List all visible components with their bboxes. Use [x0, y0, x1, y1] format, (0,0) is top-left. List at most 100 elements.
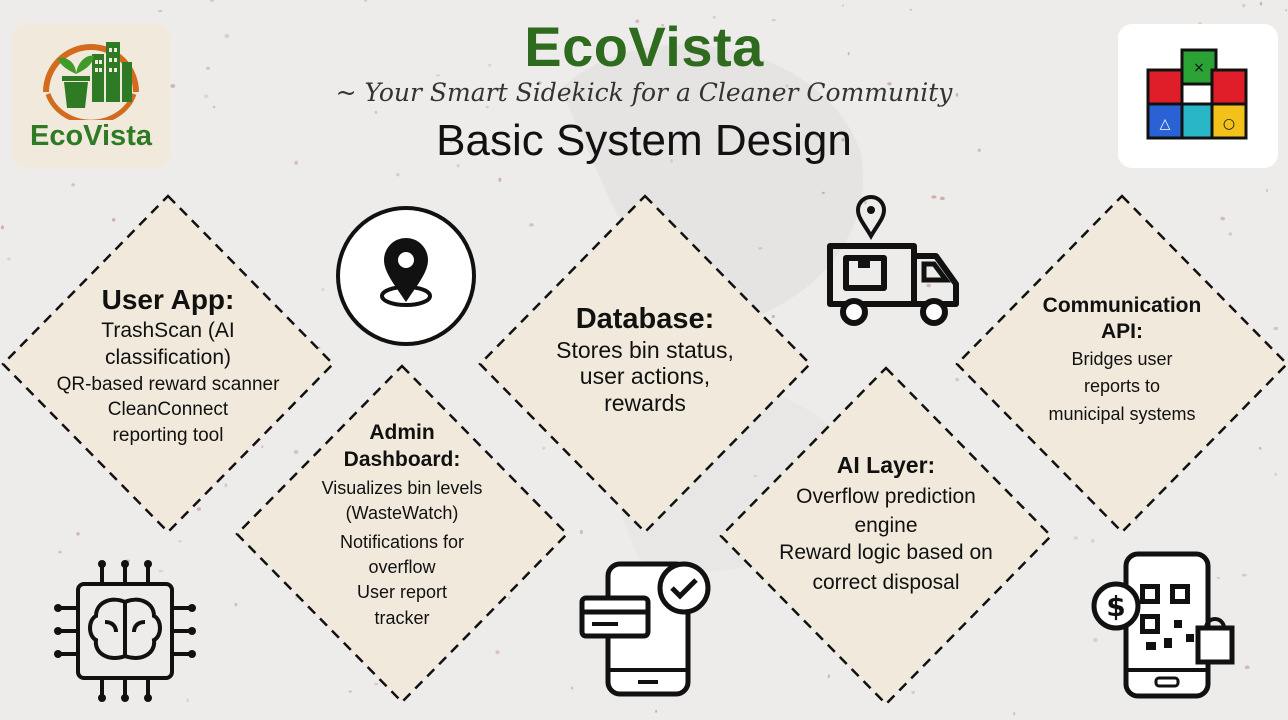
speckle: [210, 0, 214, 2]
speckle: [157, 10, 163, 12]
speckle: [670, 158, 673, 163]
admin-line-6: tracker: [374, 607, 430, 628]
speckle: [321, 288, 325, 291]
comm-api-title-line-2: API:: [1101, 320, 1143, 344]
speckle: [1228, 232, 1233, 236]
speckle: [495, 650, 500, 655]
speckle: [649, 54, 655, 59]
speckle: [758, 247, 763, 250]
speckle: [542, 446, 546, 450]
speckle: [1220, 216, 1226, 221]
user-app-line-1: TrashScan (AI: [101, 318, 235, 342]
speckle: [212, 105, 216, 109]
speckle: [186, 698, 189, 703]
speckle: [498, 177, 502, 182]
speckle: [363, 0, 368, 2]
speckle: [570, 686, 574, 690]
speckle: [634, 35, 638, 40]
speckle: [529, 223, 534, 227]
speckle: [348, 690, 352, 693]
admin-dashboard-box: Admin Dashboard: Visualizes bin levels (…: [282, 418, 522, 631]
speckle: [847, 51, 850, 56]
admin-line-4: overflow: [368, 557, 436, 578]
speckle: [1285, 8, 1288, 12]
speckle: [564, 52, 570, 56]
speckle: [827, 674, 830, 678]
speckle: [1241, 573, 1247, 577]
speckle: [694, 36, 698, 40]
database-line-3: rewards: [604, 389, 686, 416]
speckle: [1244, 665, 1250, 670]
database-title: Database:: [575, 303, 715, 335]
speckle: [1013, 712, 1016, 716]
logo-text: EcoVista: [30, 120, 152, 152]
ai-layer-line-3: Reward logic based on: [779, 540, 993, 564]
communication-api-box: Communication API: Bridges user reports …: [1000, 292, 1244, 429]
speckle: [1274, 472, 1277, 477]
ai-layer-line-4: correct disposal: [812, 571, 960, 595]
speckle: [224, 483, 228, 488]
speckle: [815, 134, 821, 137]
speckle: [178, 540, 182, 543]
app-icon-card: [1118, 24, 1278, 168]
speckle: [931, 195, 937, 199]
speckle: [293, 450, 299, 455]
speckle: [712, 15, 716, 19]
ai-brain-chip-icon: [54, 560, 196, 702]
database-line-1: Stores bin status,: [556, 336, 734, 363]
comm-api-line-2: reports to: [1083, 376, 1161, 397]
speckle: [396, 173, 400, 177]
diamond-admin: [235, 364, 569, 704]
speckle: [1258, 447, 1262, 450]
user-app-line-3: QR-based reward scanner: [56, 373, 280, 395]
speckle: [955, 377, 959, 382]
user-app-line-2: classification): [104, 345, 232, 369]
comm-api-line-3: municipal systems: [1048, 404, 1196, 425]
speckle: [1093, 638, 1098, 642]
speckle: [909, 8, 913, 11]
ecovista-logo-icon: [43, 42, 139, 120]
speckle: [841, 4, 844, 7]
speckle: [234, 602, 238, 607]
svg-text:$: $: [1106, 590, 1125, 623]
ai-layer-line-1: Overflow prediction: [796, 485, 976, 509]
diamond-comm-api: [955, 194, 1288, 534]
speckle: [196, 507, 201, 511]
speckle: [435, 74, 440, 77]
speckle: [1265, 188, 1269, 193]
speckle: [1216, 576, 1221, 580]
speckle: [76, 532, 80, 536]
admin-title-line-1: Admin: [369, 421, 435, 444]
user-app-title: User App:: [101, 284, 235, 315]
speckle: [7, 257, 11, 261]
speckle: [579, 529, 583, 535]
speckle: [771, 18, 776, 22]
speckle: [456, 163, 460, 168]
speckle: [864, 200, 867, 205]
diamond-database: [478, 194, 812, 534]
speckle: [1073, 536, 1078, 540]
speckle: [158, 569, 164, 573]
database-line-2: user actions,: [579, 363, 711, 390]
page-heading: Basic System Design: [436, 116, 852, 165]
speckle: [926, 283, 932, 288]
speckle: [112, 218, 116, 222]
speckle: [485, 105, 489, 109]
admin-line-5: User report: [356, 582, 448, 603]
speckle: [661, 24, 665, 27]
speckle: [58, 550, 62, 554]
speckle: [939, 196, 945, 201]
speckle: [537, 81, 542, 85]
speckle: [841, 137, 846, 142]
svg-text:○: ○: [1223, 116, 1235, 132]
speckle: [821, 191, 825, 194]
speckle: [977, 148, 981, 153]
speckle: [771, 314, 775, 319]
speckle: [376, 87, 379, 91]
speckle: [887, 82, 892, 86]
map-pin-icon: [336, 206, 476, 346]
admin-line-1: Visualizes bin levels: [321, 477, 483, 498]
qr-code-payment-icon: $: [1091, 551, 1235, 699]
speckle: [0, 225, 4, 230]
